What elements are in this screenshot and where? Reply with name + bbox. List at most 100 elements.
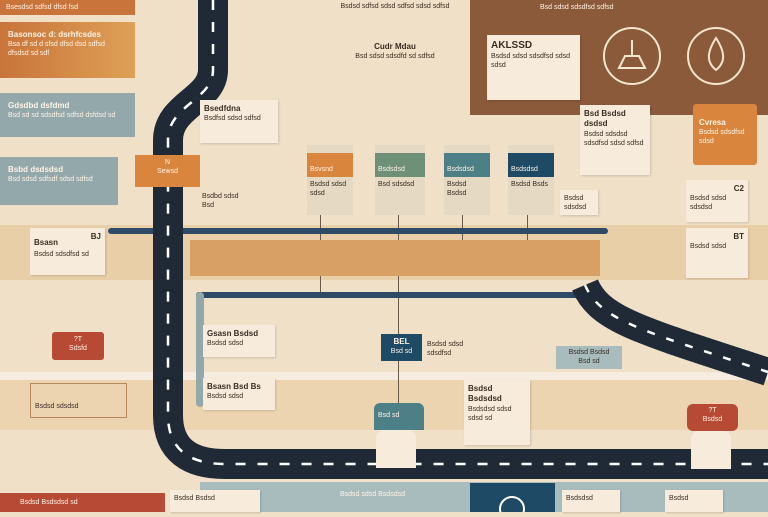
middle-card-2: Bsasn Bsd Bs Bsdsd sdsd — [203, 378, 275, 410]
left-box-1: Bsesdsd sdfsd dfsd fsd — [0, 0, 135, 15]
band-line — [0, 372, 768, 380]
title: N — [164, 159, 171, 166]
sub: Bsd sdsd sdsdfd sd sdfsd — [355, 53, 435, 61]
body: Bsdsd sdsd — [690, 243, 727, 251]
bridge — [190, 240, 600, 276]
bottom-teal-block — [470, 483, 555, 517]
title: ?T — [73, 336, 83, 343]
left-sign: Bsdsd sdsdsd — [30, 383, 127, 418]
right-note-2: BT Bsdsd sdsd — [686, 228, 748, 278]
teal-tag: Bsd sd — [374, 403, 424, 430]
title: Basonsoc d: dsrhfcsdes — [8, 30, 101, 39]
body: Bsdsd Bsds — [511, 181, 548, 188]
top-text: Bsdsd sdfsd sdsd sdfsd sdsd sdfsd — [320, 2, 470, 11]
left-card: Bsasn BJ Bsdsd sdsdfsd sd — [30, 228, 105, 275]
title: Bsasn — [34, 238, 59, 247]
body: Bsdsd sdsd sdsdsd — [690, 195, 727, 212]
title: Bsbd dsdsdsd — [8, 165, 64, 174]
body: Bsdsd sdsd sdsd — [310, 181, 347, 198]
title: Bsdsd Bsdsdsd — [468, 384, 502, 404]
title: Bsasn Bsd Bs — [207, 382, 261, 391]
body: Bsdsd sdsd — [207, 393, 244, 401]
side-road-dashes — [583, 284, 768, 374]
station-icon — [691, 431, 731, 469]
station-icon — [376, 430, 416, 468]
navy-tag: BEL Bsd sd — [381, 334, 422, 361]
title: Cvresa — [699, 118, 726, 127]
drop-icon — [687, 27, 745, 85]
body: Bsdsd sdsdfsd sd — [34, 251, 89, 258]
text: Bsdsd sdsd sdsdfsd — [427, 341, 464, 358]
body: Bsd sdsd sdfsdf sdsd sdfsd — [8, 176, 93, 184]
pipe — [196, 292, 204, 407]
title: AKLSSD — [491, 40, 533, 51]
body: Bsdsd sdsd sdsdfsd sdsd sdsd — [491, 53, 570, 70]
text: Bsdsd Bsdsd — [174, 495, 215, 502]
body: Sdsfd — [69, 345, 87, 353]
bottom-card-1: Bsdsdsd — [562, 490, 620, 512]
text: Bsdsd sdsdsd — [35, 403, 79, 410]
body: Bsd sd — [390, 348, 413, 356]
bottom-white-card: Bsdsd Bsdsd — [170, 490, 260, 512]
body: Bsd sd — [578, 358, 600, 366]
text: Bsd sd — [378, 412, 400, 419]
body: Bsdsd sdsdsd sdsdfsd sdsd sdfsd — [584, 130, 644, 147]
anchor-icon — [499, 496, 525, 517]
pipe — [196, 292, 586, 298]
title: Gsasn Bsdsd — [207, 329, 259, 338]
badge: BJ — [90, 232, 101, 241]
small-card: Bsdsd sdsdsd — [560, 190, 598, 215]
road-small-label: Bsdbd sdsd Bsd — [202, 192, 252, 210]
navy-note: Bsdsd sdsd sdsdfsd — [427, 340, 487, 358]
road-dashes — [166, 0, 768, 466]
body: Bsdsd sdsdfsd sdsd — [699, 129, 745, 146]
title: Bsdsd Bsdsd — [568, 349, 610, 356]
brown-panel: Bsd sdsd sdsdfsd sdfsd AKLSSD Bsdsd sdsd … — [470, 0, 768, 115]
body: Bsd sdsdsd — [378, 181, 415, 188]
text: Bsdbd sdsd Bsd — [202, 193, 239, 210]
body: Bsdsd — [702, 416, 723, 424]
title: Bsedfdna — [204, 104, 241, 113]
pipe — [108, 228, 608, 234]
title: BEL — [393, 337, 410, 346]
head: Bsdsdsd — [444, 153, 490, 177]
body: Bsdsdsd sdsd sdsd sd — [468, 405, 512, 422]
title: Bsd Bsdsd dsdsd — [584, 109, 626, 129]
bottom-card-2: Bsdsd — [665, 490, 723, 512]
body: Bsa df sd d sfsd dfsd dsd sdfsd dfsdsd s… — [8, 41, 105, 58]
head: Bsdsdsd — [508, 153, 554, 177]
text: Bsdsd sdfsd sdsd sdfsd sdsd sdfsd — [340, 3, 450, 10]
header: Bsd sdsd sdsdfsd sdfsd — [540, 4, 614, 11]
body: Bsdfsd sdsd sdfsd — [204, 115, 261, 123]
text: Bsdsd Bsdsdsd sd — [20, 499, 78, 506]
badge: BT — [733, 232, 744, 241]
title: Gdsdbd dsfdmd — [8, 101, 70, 110]
title: Cudr Mdau — [374, 42, 416, 51]
bottom-red-bar: Bsdsd Bsdsdsd sd — [0, 493, 165, 512]
head: Bsdsdsd — [375, 153, 425, 177]
boat-icon — [603, 27, 661, 85]
panel-card: AKLSSD Bsdsd sdsd sdsdfsd sdsd sdsd — [487, 35, 580, 100]
left-red-tag: ?T Sdsfd — [52, 332, 104, 360]
body: Sewsd — [156, 168, 178, 176]
head: Bsvsnd — [307, 153, 353, 177]
text: Bsdsd sdsdsd — [564, 195, 587, 212]
text: Bsdsd — [669, 495, 689, 502]
